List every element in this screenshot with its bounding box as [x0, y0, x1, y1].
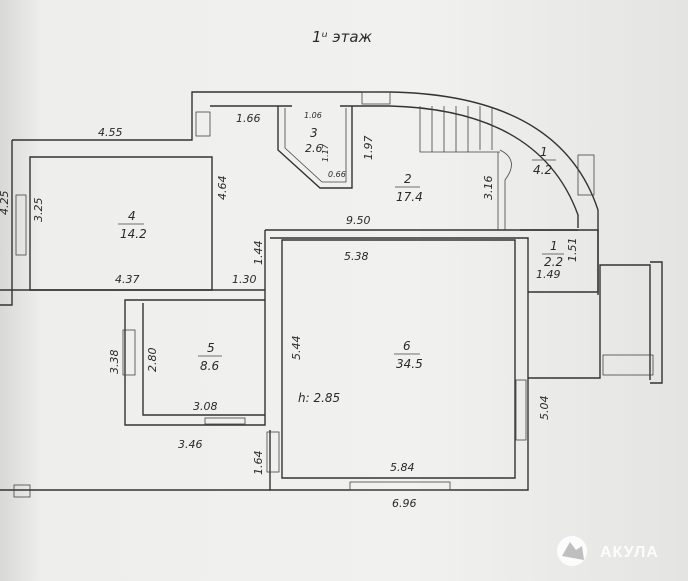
dimension: 4.55 — [98, 126, 123, 139]
room-number: 1 — [540, 145, 548, 159]
room-number: 4 — [128, 209, 136, 223]
room-area: 17.4 — [396, 190, 423, 204]
room-number: 5 — [207, 341, 215, 355]
dimension: 3.25 — [32, 198, 45, 223]
room-number: 2 — [404, 172, 412, 186]
room-labels: 1 4.2 1 2.2 2 17.4 3 2.6 4 14.2 5 8.6 6 … — [118, 126, 564, 405]
dimension: 1.44 — [252, 241, 265, 266]
room-area: 4.2 — [533, 163, 552, 177]
dimension: 1.49 — [536, 268, 561, 281]
dimension: 6.96 — [392, 497, 417, 510]
dimension: 4.37 — [115, 273, 140, 286]
room-number: 1 — [550, 239, 558, 253]
room-area: 2.2 — [544, 255, 563, 269]
plan-title: 1ᵘ этаж — [312, 28, 373, 46]
room-number: 3 — [310, 126, 318, 140]
dimension: 0.66 — [328, 170, 346, 179]
room-area: 14.2 — [120, 227, 147, 241]
ceiling-height: h: 2.85 — [298, 391, 340, 405]
dimension: 5.84 — [390, 461, 415, 474]
room-area: 2.6 — [305, 142, 323, 155]
dimension: 9.50 — [346, 214, 371, 227]
dimension: 2.80 — [146, 348, 159, 373]
dimension: 5.38 — [344, 250, 369, 263]
room-number: 6 — [403, 339, 411, 353]
dimension: 1.17 — [321, 143, 330, 162]
dimension: 1.66 — [236, 112, 261, 125]
dimension-labels: 4.55 4.25 3.25 4.37 4.64 1.66 1.06 1.17 … — [0, 111, 579, 510]
watermark-logo: АКУЛА — [557, 536, 659, 566]
walls — [0, 91, 663, 498]
dimension: 3.46 — [178, 438, 203, 451]
watermark-text: АКУЛА — [600, 544, 659, 561]
dimension: 1.30 — [232, 273, 257, 286]
dimension: 5.44 — [290, 336, 303, 361]
room-area: 8.6 — [200, 359, 219, 373]
dimension: 1.51 — [566, 238, 579, 263]
room-area: 34.5 — [396, 357, 423, 371]
dimension: 5.04 — [538, 396, 551, 421]
dimension: 4.64 — [216, 176, 229, 201]
dimension: 3.08 — [193, 400, 218, 413]
dimension: 4.25 — [0, 191, 11, 216]
dimension: 1.97 — [362, 136, 375, 161]
dimension: 1.64 — [252, 451, 265, 476]
dimension: 1.06 — [304, 111, 322, 120]
dimension: 3.16 — [482, 176, 495, 201]
dimension: 3.38 — [108, 350, 121, 375]
